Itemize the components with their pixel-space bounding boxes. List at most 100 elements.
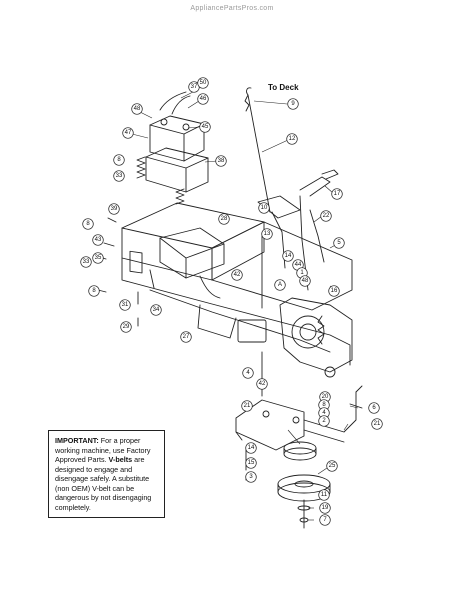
callout-number: 34 <box>153 307 160 313</box>
callout-circle <box>320 210 332 222</box>
idler-rod-hook <box>349 385 363 409</box>
callout-number: 48 <box>302 278 309 284</box>
callout-34: A <box>274 279 286 291</box>
callout-circle <box>150 304 162 316</box>
callout-circle <box>218 213 230 225</box>
to-deck-label: To Deck <box>268 83 299 92</box>
callout-circle <box>108 203 120 215</box>
callout-number: 50 <box>200 80 207 86</box>
callout-circle <box>92 252 104 264</box>
important-note: IMPORTANT: For a proper working machine,… <box>48 430 165 518</box>
callout-number: 20 <box>322 394 329 400</box>
callout-number: 13 <box>264 231 271 237</box>
callout-circle <box>333 237 345 249</box>
note-vbelts-label: V-belts <box>108 455 133 464</box>
callout-20: 27 <box>180 331 192 343</box>
lift-rod-lower <box>271 211 286 269</box>
callout-circle <box>215 155 227 167</box>
spring-left <box>136 156 146 179</box>
callout-circle <box>274 279 286 291</box>
callout-circle <box>92 234 104 246</box>
callout-number: 8 <box>92 288 96 294</box>
callout-number: 21 <box>374 421 381 427</box>
callout-circle <box>368 402 380 414</box>
callout-number: 1 <box>300 270 304 276</box>
callout-circle <box>328 285 340 297</box>
callout-circle <box>331 188 343 200</box>
callout-number: 48 <box>134 106 141 112</box>
callout-number: 16 <box>331 288 338 294</box>
callout-circle <box>199 121 211 133</box>
callout-number: 28 <box>221 216 228 222</box>
callout-number: 14 <box>248 445 255 451</box>
callout-40: 4 <box>318 407 330 419</box>
idler-bracket <box>235 399 305 451</box>
callout-circle <box>119 299 131 311</box>
callout-circle <box>197 93 209 105</box>
pulley-upper <box>283 441 317 461</box>
callout-number: 9 <box>291 101 295 107</box>
callout-number: 42 <box>234 272 241 278</box>
callout-number: 21 <box>244 403 251 409</box>
callout-16: 8 <box>88 285 100 297</box>
callout-41: 2 <box>318 415 330 427</box>
callout-48: 11 <box>318 489 330 501</box>
callout-number: 8 <box>117 157 121 163</box>
callout-number: 2 <box>322 418 326 424</box>
callout-19: 29 <box>120 321 132 333</box>
callout-circle <box>256 378 268 390</box>
callout-35: 4 <box>242 367 254 379</box>
callout-circle <box>197 77 209 89</box>
callout-circle <box>113 170 125 182</box>
callout-6: 47 <box>122 127 134 139</box>
pulley-lower <box>277 474 331 502</box>
callout-17: 31 <box>119 299 131 311</box>
callout-number: 33 <box>116 173 123 179</box>
callout-number: 38 <box>218 158 225 164</box>
callout-circle <box>241 400 253 412</box>
callout-circle <box>319 502 331 514</box>
callout-32: 42 <box>231 269 243 281</box>
callout-37: 42 <box>256 378 268 390</box>
callout-circle <box>80 256 92 268</box>
callout-number: 8 <box>322 402 326 408</box>
battery-tray <box>145 147 209 193</box>
note-important-label: IMPORTANT: <box>55 436 99 445</box>
callout-number: 45 <box>202 124 209 130</box>
callout-36: 21 <box>241 400 253 412</box>
callout-number: 25 <box>329 463 336 469</box>
callout-3: 46 <box>197 93 209 105</box>
link-bracket <box>257 195 301 219</box>
callout-number: 31 <box>122 302 129 308</box>
lift-rod-end <box>244 87 252 112</box>
callout-25: 22 <box>320 210 332 222</box>
callout-number: 47 <box>125 130 132 136</box>
callout-number: 14 <box>285 253 292 259</box>
callout-number: 42 <box>259 381 266 387</box>
callout-circle <box>318 489 330 501</box>
callout-circle <box>282 250 294 262</box>
callout-circle <box>82 218 94 230</box>
callout-13: 43 <box>92 234 104 246</box>
callouts: 3750464845473883339288433335831342927912… <box>80 77 383 526</box>
callout-number: A <box>278 282 282 288</box>
callout-24: 17 <box>331 188 343 200</box>
callout-7: 38 <box>215 155 227 167</box>
callout-circle <box>122 127 134 139</box>
callout-circle <box>261 228 273 240</box>
callout-43: 21 <box>371 418 383 430</box>
callout-number: 39 <box>111 206 118 212</box>
callout-49: 19 <box>319 502 331 514</box>
battery-strap <box>159 91 187 111</box>
callout-46: 3 <box>245 471 257 483</box>
bolt-set <box>95 217 139 327</box>
callout-circle <box>287 98 299 110</box>
callout-number: 4 <box>322 410 326 416</box>
callout-circle <box>258 202 270 214</box>
callout-number: 4 <box>246 370 250 376</box>
callout-circle <box>245 471 257 483</box>
callout-9: 33 <box>113 170 125 182</box>
callout-number: 27 <box>183 334 190 340</box>
callout-27: 13 <box>261 228 273 240</box>
